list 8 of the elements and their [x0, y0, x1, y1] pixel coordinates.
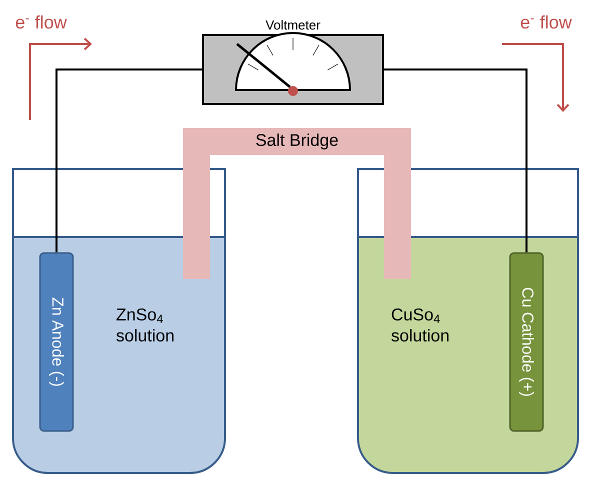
- wire: [384, 68, 528, 252]
- flow-label: e$^{-}$ flow: [520, 15, 572, 29]
- electrode: Cu Cathode (+): [509, 252, 544, 432]
- node-label: Voltmeter: [266, 20, 320, 30]
- flow-label: e$^{-}$ flow: [16, 15, 67, 29]
- wire: [56, 68, 202, 252]
- salt-bridge: Salt Bridge: [183, 128, 411, 279]
- electrode: Zn Anode (-): [39, 252, 74, 432]
